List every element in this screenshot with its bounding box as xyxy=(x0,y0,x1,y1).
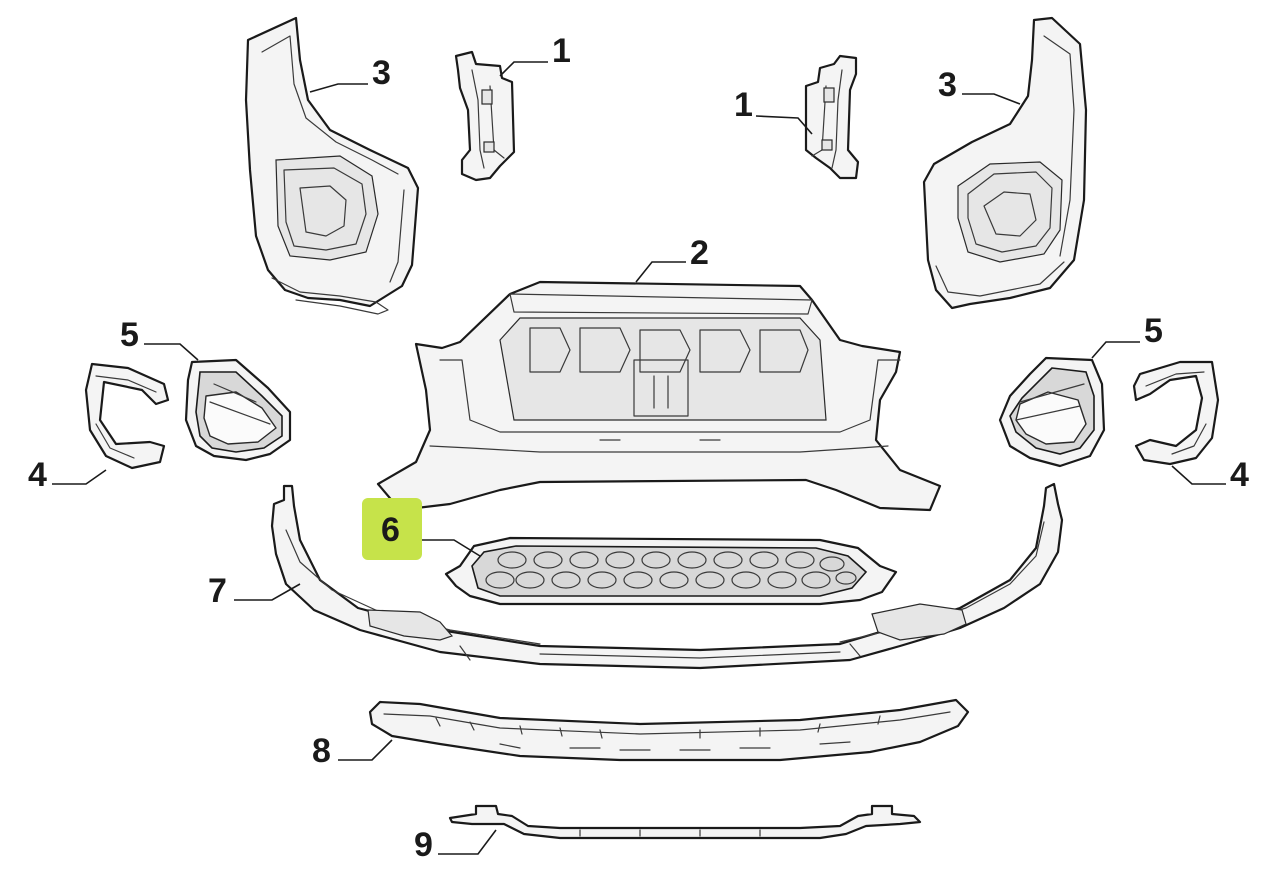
leader-7 xyxy=(234,583,301,601)
part-1-right-bracket[interactable] xyxy=(804,54,860,180)
callout-3-right: 3 xyxy=(938,66,957,104)
leader-3-right xyxy=(962,93,1021,105)
part-6-grille[interactable] xyxy=(444,536,898,606)
callout-4-left: 4 xyxy=(28,456,47,494)
part-7-lower-spoiler[interactable] xyxy=(270,482,1064,670)
callout-5-right: 5 xyxy=(1144,312,1163,350)
leader-1-right xyxy=(755,115,813,135)
leader-4-right xyxy=(1171,465,1226,485)
leader-8 xyxy=(338,739,393,761)
callout-9: 9 xyxy=(414,826,433,864)
callout-6: 6 xyxy=(381,511,400,549)
part-8-skid-plate[interactable] xyxy=(368,698,970,762)
callout-6-highlight xyxy=(362,498,422,560)
callout-3-left: 3 xyxy=(372,54,391,92)
leader-9 xyxy=(438,829,497,855)
callout-labels: 1 1 2 3 3 4 4 5 5 6 7 8 9 xyxy=(28,32,1249,864)
part-4-right-trim-ring[interactable] xyxy=(1132,360,1220,466)
callout-4-right: 4 xyxy=(1230,456,1249,494)
part-4-left-trim-ring[interactable] xyxy=(84,362,170,470)
leader-3-left xyxy=(309,83,368,93)
leader-lines xyxy=(52,61,1226,855)
part-9-reinforcement-bar[interactable] xyxy=(448,804,922,840)
part-5-left-fog-bezel[interactable] xyxy=(184,358,292,462)
leader-4-left xyxy=(52,469,107,485)
part-1-left-bracket[interactable] xyxy=(454,50,516,182)
part-2-bumper-fascia[interactable] xyxy=(376,280,942,512)
callout-2: 2 xyxy=(690,234,709,272)
callout-8: 8 xyxy=(312,732,331,770)
callout-1-left: 1 xyxy=(552,32,571,70)
leader-2 xyxy=(635,261,686,283)
leader-6 xyxy=(420,539,481,557)
part-3-right-corner-panel[interactable] xyxy=(922,16,1088,310)
part-5-right-fog-bezel[interactable] xyxy=(998,356,1106,468)
part-3-left-corner-panel[interactable] xyxy=(244,16,420,315)
callout-5-left: 5 xyxy=(120,316,139,354)
leader-5-left xyxy=(144,343,199,361)
leader-5-right xyxy=(1091,341,1140,359)
leader-1-left xyxy=(499,61,548,77)
callout-1-right: 1 xyxy=(734,86,753,124)
callout-7: 7 xyxy=(208,572,227,610)
